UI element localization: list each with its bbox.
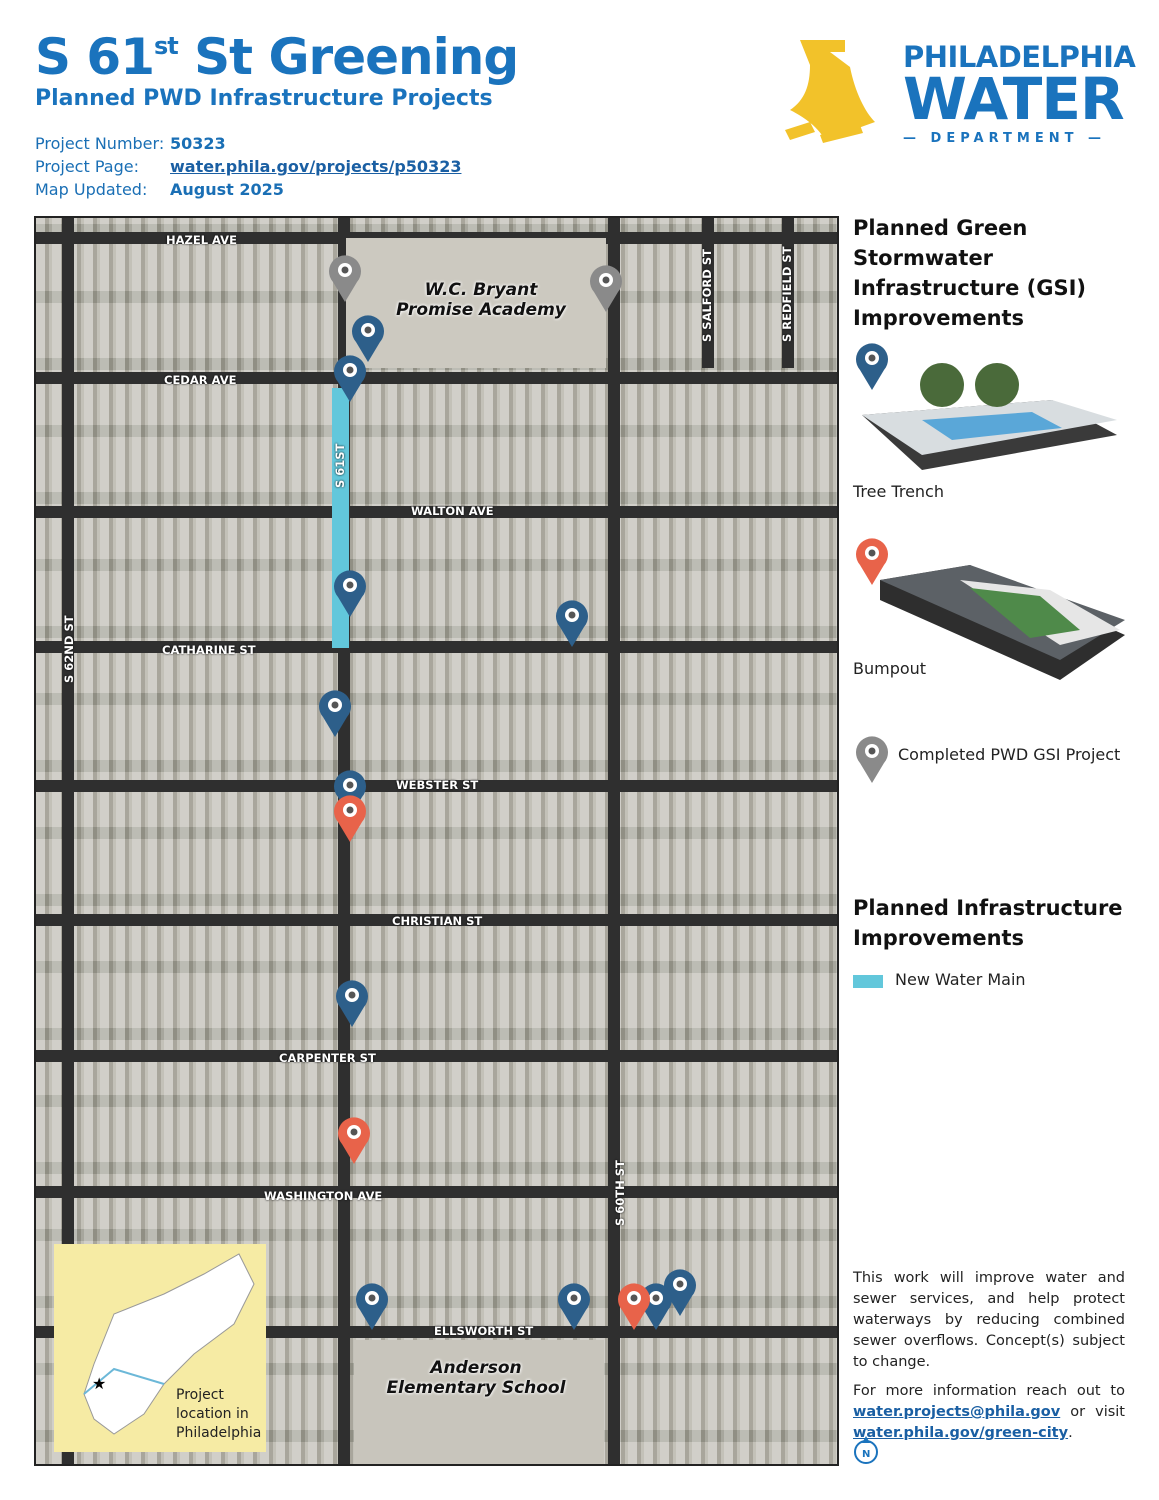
street-label: CARPENTER ST [279,1051,376,1065]
map-updated: Map Updated:August 2025 [35,180,284,199]
legend-completed: Completed PWD GSI Project [898,745,1121,764]
street-label: S 62ND ST [62,615,76,683]
street-label: WEBSTER ST [396,778,479,792]
tree-trench-pin[interactable] [552,597,592,649]
road [36,914,837,926]
bumpout-illustration [880,560,1125,685]
tree-trench-pin[interactable] [330,567,370,619]
street-label: WALTON AVE [411,504,494,518]
road [702,218,714,368]
locator-inset-map: ★ Project location in Philadelphia [54,1244,266,1452]
street-label: S REDFIELD ST [780,246,794,342]
legend-bumpout: Bumpout [853,659,927,678]
street-label: WASHINGTON AVE [264,1189,383,1203]
street-label: S SALFORD ST [700,249,714,342]
street-label: HAZEL AVE [166,233,237,247]
water-main-swatch [853,975,883,988]
road [782,218,794,368]
street-label: CHRISTIAN ST [392,914,483,928]
road [62,218,74,1464]
tree-trench-illustration [862,360,1117,490]
road [36,1186,837,1198]
legend-infra-title: Planned Infrastructure Improvements [853,896,1123,950]
green-city-link[interactable]: water.phila.gov/green-city [853,1425,1069,1441]
street-label: ELLSWORTH ST [434,1324,534,1338]
logo-line3: — DEPARTMENT — [903,131,1106,146]
legend-gsi-title: Planned Green Stormwater Infrastructure … [853,216,1086,330]
pwd-logo: PHILADELPHIA WATER — DEPARTMENT — [780,35,1136,150]
bumpout-pin[interactable] [330,792,370,844]
school-lot [346,238,606,368]
legend-tree-trench: Tree Trench [853,482,944,501]
page-title: S 61st St Greening [35,28,519,86]
project-page: Project Page:water.phila.gov/projects/p5… [35,157,462,176]
bumpout-pin[interactable] [334,1114,374,1166]
tree-trench-pin[interactable] [315,687,355,739]
inset-caption: Project location in Philadelphia [176,1387,262,1441]
street-label: CEDAR AVE [164,373,237,387]
star-icon: ★ [92,1374,106,1393]
note-paragraph: This work will improve water and sewer s… [853,1270,1125,1370]
logo-line2: WATER [903,65,1125,133]
place-label-bryant: W.C. Bryant Promise Academy [396,280,566,320]
place-label-anderson: Anderson Elementary School [386,1358,566,1398]
project-page-link[interactable]: water.phila.gov/projects/p50323 [170,157,462,176]
tree-trench-pin[interactable] [332,977,372,1029]
street-label: CATHARINE ST [162,643,256,657]
street-label: S 61ST [333,443,347,488]
completed-gsi-pin[interactable] [325,252,365,304]
road [36,1050,837,1062]
tree-trench-pin[interactable] [330,352,370,404]
info-note: This work will improve water and sewer s… [853,1268,1125,1444]
completed-gsi-pin[interactable] [586,262,626,314]
bumpout-pin[interactable] [614,1280,654,1332]
road [36,641,837,653]
project-number: Project Number:50323 [35,134,226,153]
road [36,780,837,792]
tree-trench-pin[interactable] [352,1280,392,1332]
road [608,218,620,1464]
completed-legend-icon [856,736,888,783]
legend-water-main: New Water Main [895,970,1026,989]
road [36,372,837,384]
logo-line1: PHILADELPHIA [903,40,1136,74]
email-link[interactable]: water.projects@phila.gov [853,1404,1061,1420]
tree-trench-pin[interactable] [554,1280,594,1332]
svg-text:N: N [862,1449,870,1460]
school-lot [354,1340,604,1464]
road [36,506,837,518]
project-map[interactable]: HAZEL AVE CEDAR AVE WALTON AVE CATHARINE… [34,216,839,1466]
contact-paragraph: For more information reach out to water.… [853,1383,1125,1441]
philadelphia-outline: ★ [83,1253,255,1435]
north-arrow-icon: N [853,1434,881,1466]
liberty-bell-icon [785,40,875,143]
street-label: S 60TH ST [613,1160,627,1226]
page-subtitle: Planned PWD Infrastructure Projects [35,86,493,111]
